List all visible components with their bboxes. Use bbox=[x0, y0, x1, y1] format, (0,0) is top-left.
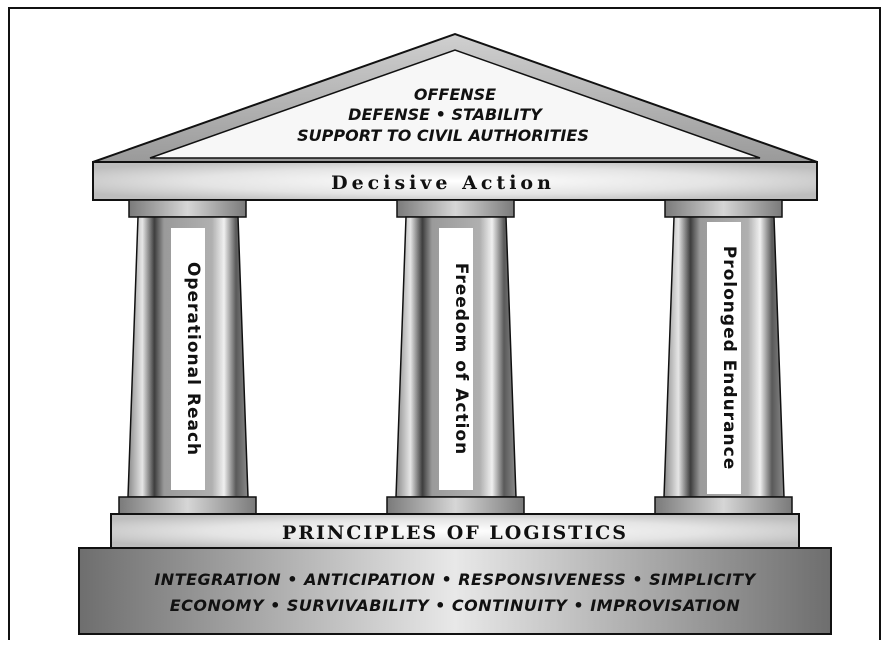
column-capital bbox=[396, 199, 515, 218]
decisive-action-label: Decisive Action bbox=[331, 172, 555, 194]
principles-line-2: ECONOMY • SURVIVABILITY • CONTINUITY • I… bbox=[170, 596, 741, 615]
column-label-3: Prolonged Endurance bbox=[719, 246, 739, 470]
roof-line-1: OFFENSE bbox=[414, 85, 496, 104]
column-label-panel bbox=[707, 222, 741, 494]
entablature bbox=[92, 161, 818, 201]
column-operational-reach: Operational Reach bbox=[118, 199, 257, 515]
column-label-panel bbox=[439, 228, 473, 490]
column-capital bbox=[128, 199, 247, 218]
column-capital bbox=[664, 199, 783, 218]
column-base bbox=[118, 496, 257, 515]
roof-line-3: SUPPORT TO CIVIL AUTHORITIES bbox=[297, 126, 589, 145]
column-label-panel bbox=[171, 228, 205, 490]
column-base bbox=[386, 496, 525, 515]
principles-line-1: INTEGRATION • ANTICIPATION • RESPONSIVEN… bbox=[154, 570, 756, 589]
column-label-2: Freedom of Action bbox=[451, 263, 471, 455]
diagram-frame bbox=[8, 7, 881, 640]
principles-of-logistics-label: PRINCIPLES OF LOGISTICS bbox=[282, 522, 628, 544]
column-base bbox=[654, 496, 793, 515]
column-freedom-of-action: Freedom of Action bbox=[386, 199, 525, 515]
roof-line-2: DEFENSE • STABILITY bbox=[348, 105, 543, 124]
column-prolonged-endurance: Prolonged Endurance bbox=[654, 199, 793, 515]
column-label-1: Operational Reach bbox=[183, 262, 203, 456]
foundation bbox=[78, 547, 832, 635]
pediment-inner bbox=[149, 49, 761, 159]
